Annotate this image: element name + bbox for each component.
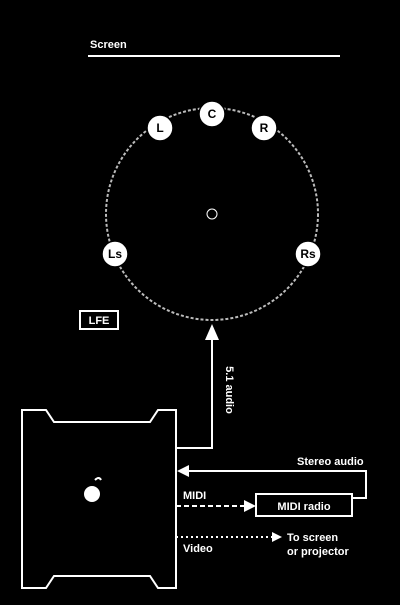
speaker-right-surround-label: Rs (300, 247, 316, 261)
lfe-box (79, 310, 119, 330)
midi-radio-label: MIDI radio (277, 501, 330, 513)
midi-radio-box (255, 493, 353, 517)
speaker-center: C (198, 100, 226, 128)
speaker-left-surround: Ls (101, 240, 129, 268)
speaker-left-label: L (156, 121, 163, 135)
stereo-audio-label: Stereo audio (297, 456, 364, 468)
audio-51-label: 5.1 audio (223, 366, 235, 414)
stereo-audio-arrowhead (177, 465, 189, 477)
speaker-right-surround: Rs (294, 240, 322, 268)
speaker-left-surround-label: Ls (108, 247, 122, 261)
audio-51-line (176, 338, 213, 449)
to-screen-label-line1: To screen (287, 532, 338, 544)
speaker-center-label: C (208, 107, 217, 121)
computer-case (21, 409, 177, 589)
stereo-audio-line (180, 470, 367, 499)
audio-51-arrowhead (205, 324, 219, 340)
video-arrowhead (272, 532, 282, 542)
screen-label: Screen (90, 39, 127, 51)
to-screen-label-line2: or projector (287, 546, 349, 558)
midi-label: MIDI (183, 490, 206, 502)
apple-logo-icon (84, 477, 102, 502)
speaker-right-label: R (260, 121, 269, 135)
speaker-left: L (146, 114, 174, 142)
video-label: Video (183, 543, 213, 555)
lfe-label: LFE (89, 315, 110, 327)
speaker-right: R (250, 114, 278, 142)
speaker-ring (105, 107, 319, 321)
midi-arrowhead (244, 500, 256, 512)
listening-position (206, 208, 218, 220)
